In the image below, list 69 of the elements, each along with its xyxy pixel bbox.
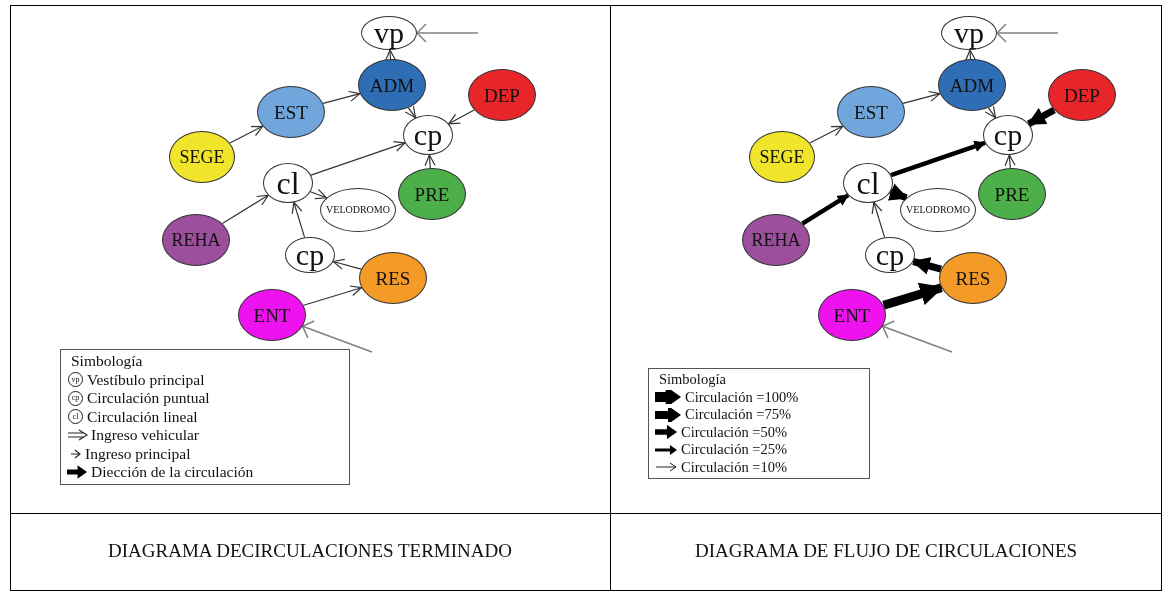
legend-text: Circulación =100% [685,388,799,406]
ellipse-node: cp [983,115,1033,155]
arrow [965,49,977,62]
ellipse-node: DEP [468,69,536,121]
legend-text: Circulación =25% [681,441,788,459]
ellipse-node: SEGE [749,131,815,183]
arrow [448,109,475,125]
ellipse-node: cl [263,163,313,203]
ellipse-node: DEP [1048,69,1116,121]
arrow [1004,154,1016,169]
arrow [1027,106,1056,127]
legend-text: Vestíbulo principal [87,370,205,389]
arrow [424,154,436,169]
arrow [809,125,844,144]
ellipse-node: ADM [938,59,1006,111]
ellipse-node: cp [865,237,915,273]
ellipse-node: REHA [742,214,810,266]
ellipse-node: RES [939,252,1007,304]
table-caption: DIAGRAMA DE FLUJO DE CIRCULACIONES [693,540,1079,562]
arrow [871,201,886,238]
ellipse-node: EST [257,86,325,138]
arrow [404,105,417,119]
ellipse-node: ADM [358,59,426,111]
ellipse-node: RES [359,252,427,304]
ellipse-node: ENT [238,289,306,341]
ellipse-node: ENT [818,289,886,341]
legend-heading: Simbología [658,371,726,389]
arrow [902,90,941,104]
arrow [322,90,361,104]
legend-heading: Simbología [70,352,143,371]
legend-text: Circulación lineal [87,407,198,426]
arrow [911,257,942,275]
arrow [221,194,269,225]
arrow [303,285,362,306]
arrow [887,183,909,202]
ellipse-node: cl [843,163,893,203]
ellipse-node: PRE [398,168,466,220]
arrow [332,258,362,270]
arrow [801,193,850,226]
ellipse-node: vp [361,16,417,50]
arrow [416,23,479,43]
arrow [309,188,327,200]
ellipse-node: VELODROMO [900,188,976,232]
ellipse-node: VELODROMO [320,188,396,232]
arrow [984,105,997,119]
legend-text: Circulación puntual [87,389,210,408]
legend-text: Ingreso principal [85,444,191,463]
legend-text: Diección de la circulación [91,463,254,482]
legend-text: Circulación =75% [685,406,792,424]
legend-text: Ingreso vehicular [91,426,200,445]
arrow [310,140,406,176]
arrow [291,201,306,238]
arrow [890,140,987,178]
ellipse-node: cp [403,115,453,155]
arrow [882,282,944,310]
legend-text: Circulación =50% [681,423,788,441]
ellipse-node: REHA [162,214,230,266]
table-caption: DIAGRAMA DECIRCULACIONES TERMINADO [107,540,513,562]
ellipse-node: EST [837,86,905,138]
arrow [229,125,264,144]
ellipse-node: cp [285,237,335,273]
ellipse-node: PRE [978,168,1046,220]
legend-text: Circulación =10% [681,458,788,476]
arrow [881,320,953,353]
arrow [301,320,373,353]
ellipse-node: SEGE [169,131,235,183]
arrow [385,49,397,62]
ellipse-node: vp [941,16,997,50]
arrow [996,23,1059,43]
